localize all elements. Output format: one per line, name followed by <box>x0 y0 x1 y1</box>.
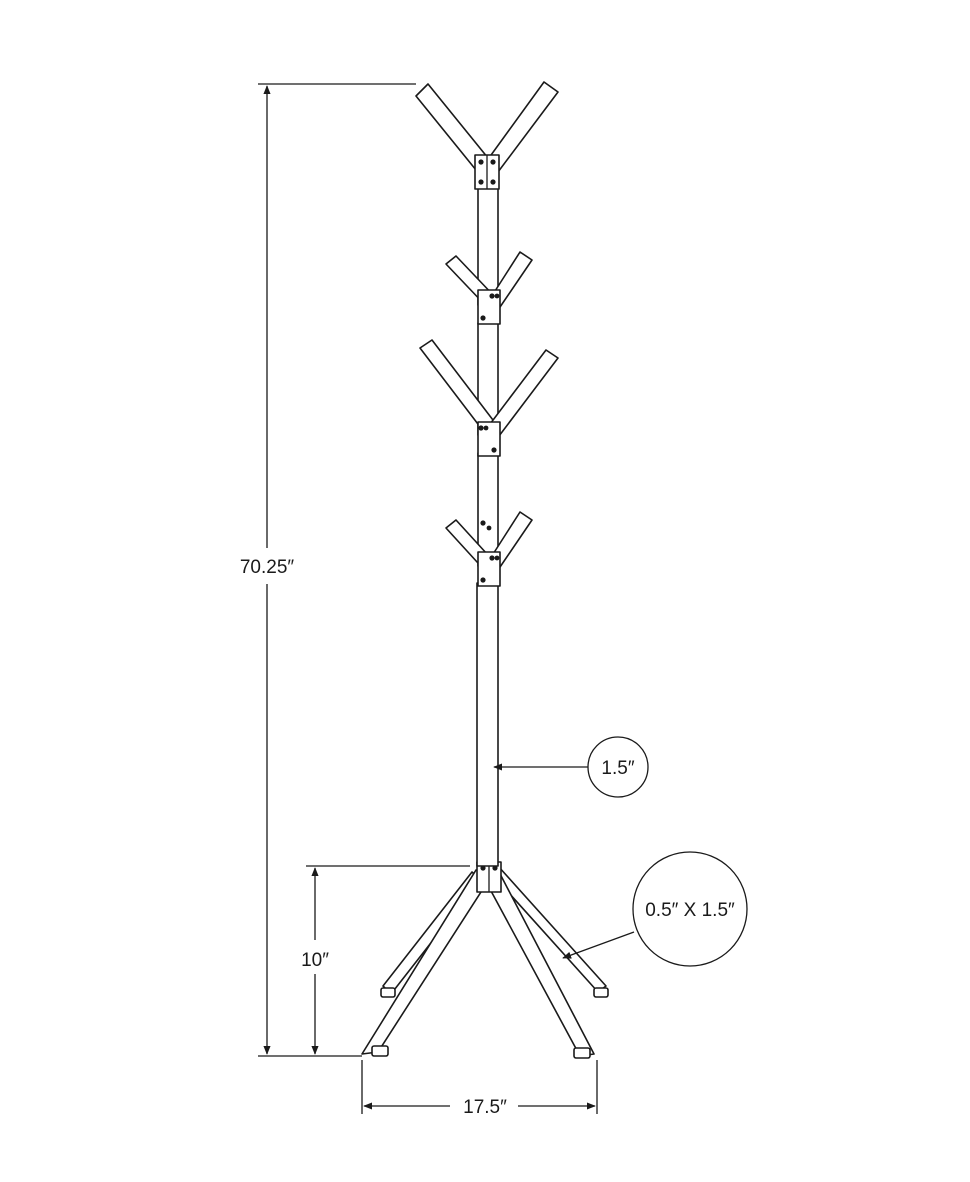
dimension-base-height: 10″ <box>301 865 470 1055</box>
leg-section-label: 0.5″ X 1.5″ <box>645 900 735 921</box>
hooks-tier-2 <box>445 251 533 325</box>
hooks-tier-3 <box>419 339 559 457</box>
base-width-label: 17.5″ <box>463 1097 507 1118</box>
leg-front-left <box>361 869 491 1055</box>
foot-back-right <box>593 987 609 998</box>
callout-leg-section: 0.5″ X 1.5″ <box>562 851 748 967</box>
callout-pole-width: 1.5″ <box>493 736 649 798</box>
pole-width-label: 1.5″ <box>601 758 634 779</box>
coat-rack <box>361 81 609 1059</box>
dimension-base-width: 17.5″ <box>361 1060 598 1118</box>
pole <box>476 186 499 867</box>
pole-segment-4 <box>476 582 499 867</box>
legs <box>361 861 609 1059</box>
foot-back-left <box>380 987 396 998</box>
hooks-top <box>415 81 559 190</box>
base-height-label: 10″ <box>301 950 329 971</box>
hooks-tier-4 <box>445 511 533 587</box>
foot-front-right <box>573 1047 591 1059</box>
height-total-label: 70.25″ <box>240 557 295 578</box>
foot-front-left <box>371 1045 389 1057</box>
dimension-total-height: 70.25″ <box>240 83 416 1057</box>
